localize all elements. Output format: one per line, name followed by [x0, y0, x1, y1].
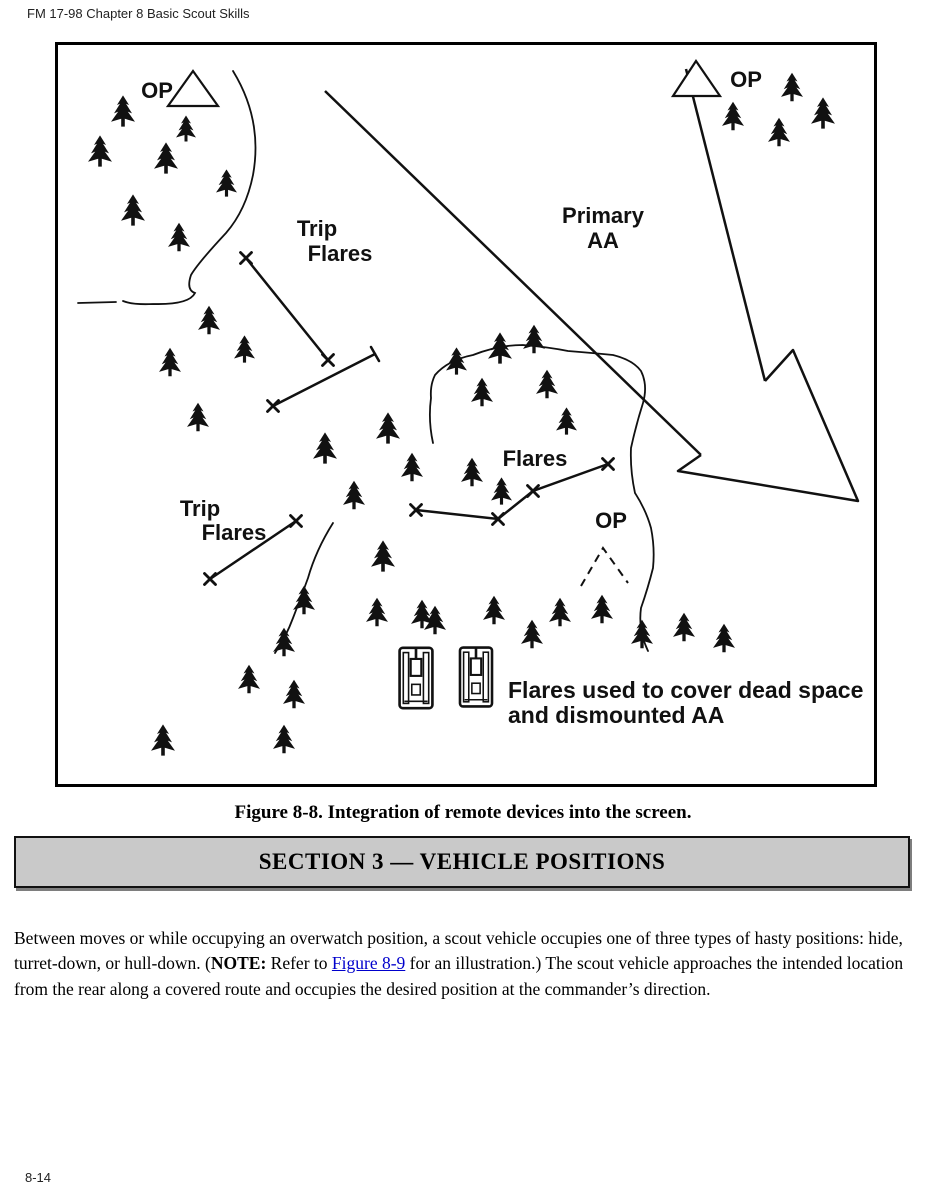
figure-8-9-link[interactable]: Figure 8-9 [331, 953, 406, 973]
trip-flares-lower-label-line2: Flares [202, 520, 267, 545]
page-number: 8-14 [25, 1170, 52, 1185]
body-paragraph: Between moves or while occupying an over… [14, 926, 912, 1003]
op-triangle-top-right [670, 59, 723, 98]
tactical-diagram-svg: OP OP Trip Flares Primary AA Flares Trip… [77, 59, 863, 756]
figure-caption: Figure 8-8. Integration of remote device… [234, 802, 692, 823]
body-text-part1: Between moves or while occupying an over… [14, 927, 903, 974]
scout-vehicle-2 [458, 646, 494, 708]
op-caret-center [580, 546, 629, 587]
scout-vehicle-1 [398, 646, 434, 710]
scout-vehicles [398, 646, 494, 710]
op-label-top-right: OP [730, 67, 762, 92]
diagram-labels: OP OP Trip Flares Primary AA Flares Trip… [141, 67, 863, 728]
dead-space-note-line2: and dismounted AA [508, 702, 724, 728]
figure-8-8-diagram: OP OP Trip Flares Primary AA Flares Trip… [55, 42, 877, 787]
primary-aa-label-line2: AA [587, 228, 619, 253]
op-triangle-top-left [165, 69, 221, 108]
primary-aa-label-line1: Primary [562, 203, 645, 228]
op-symbols [165, 59, 723, 587]
section-header-box: SECTION 3 — VEHICLE POSITIONS [14, 836, 910, 888]
op-label-center: OP [595, 508, 627, 533]
op-label-top-left: OP [141, 78, 173, 103]
flare-lines [208, 256, 610, 581]
trip-flares-upper-label-line2: Flares [308, 241, 373, 266]
flares-label: Flares [503, 446, 568, 471]
body-text-part2: Refer to [266, 953, 332, 973]
document-header: FM 17-98 Chapter 8 Basic Scout Skills [27, 6, 250, 21]
section-title: SECTION 3 — VEHICLE POSITIONS [258, 849, 666, 874]
dead-space-note-line1: Flares used to cover dead space [508, 677, 863, 703]
note-label: NOTE: [210, 953, 267, 973]
trip-flares-upper-label-line1: Trip [297, 216, 337, 241]
primary-aa-arrow [324, 68, 860, 503]
trip-flares-lower-label-line1: Trip [180, 496, 220, 521]
body-text-part3: for an illustration.) The scout vehicle … [14, 953, 904, 999]
